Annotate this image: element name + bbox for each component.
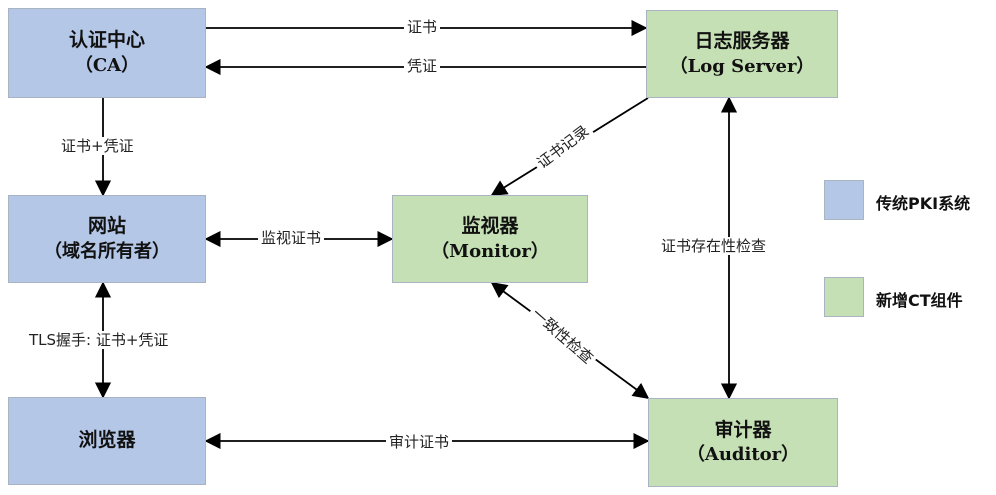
edge-label-website-browser: TLS握手: 证书+凭证 (26, 331, 172, 349)
edge-label-website-monitor: 监视证书 (258, 229, 325, 247)
node-log-server-title: 日志服务器 (694, 30, 790, 53)
node-auditor-title: 审计器 (714, 418, 772, 441)
node-browser: 浏览器 (8, 397, 206, 485)
node-browser-title: 浏览器 (78, 429, 136, 452)
edge-label-browser-auditor: 审计证书 (386, 433, 453, 451)
node-website-subtitle: （域名所有者） (44, 240, 170, 262)
node-ca-title: 认证中心 (68, 29, 145, 52)
edge-label-log-to-ca: 凭证 (404, 57, 441, 75)
edge-label-ca-to-log: 证书 (404, 18, 441, 36)
node-monitor: 监视器 （Monitor） (392, 195, 588, 283)
node-monitor-title: 监视器 (461, 215, 519, 238)
node-monitor-subtitle: （Monitor） (431, 240, 549, 262)
node-website-title: 网站 (87, 215, 126, 238)
edge-label-ca-to-website: 证书+凭证 (58, 137, 137, 155)
node-ca-subtitle: （CA） (74, 54, 140, 76)
legend-label-ct: 新增CT组件 (876, 291, 963, 310)
node-auditor: 审计器 （Auditor） (648, 398, 838, 487)
legend-swatch-ct (824, 277, 864, 317)
legend-label-pki: 传统PKI系统 (876, 194, 971, 213)
node-log-server-subtitle: （Log Server） (669, 55, 815, 77)
edge-label-log-auditor: 证书存在性检查 (658, 237, 770, 255)
node-log-server: 日志服务器 （Log Server） (646, 10, 838, 98)
node-ca: 认证中心 （CA） (8, 8, 206, 98)
node-auditor-subtitle: （Auditor） (686, 444, 800, 466)
legend-swatch-pki (824, 180, 864, 220)
node-website: 网站 （域名所有者） (8, 195, 206, 283)
